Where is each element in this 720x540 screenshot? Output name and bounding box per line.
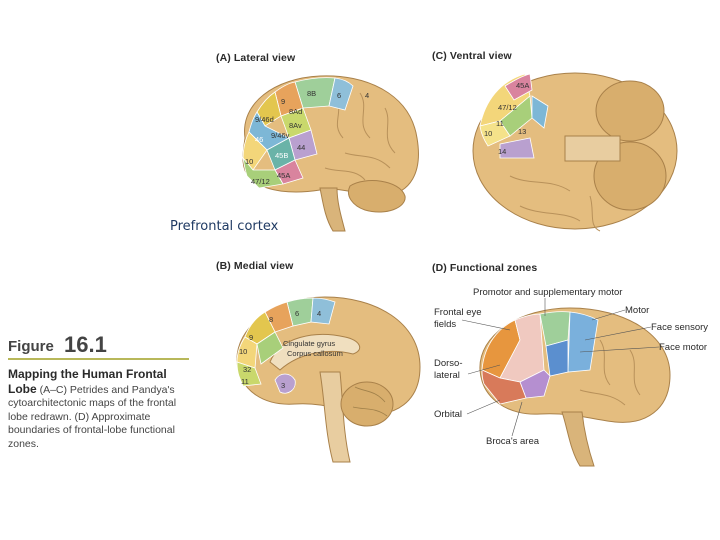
figure-rule [8, 358, 189, 360]
figure-caption: Mapping the Human Frontal Lobe (A–C) Pet… [8, 368, 193, 451]
prefrontal-cortex-caption: Prefrontal cortex [170, 219, 278, 234]
figure-number: 16.1 [64, 332, 107, 358]
figure-word: Figure [8, 338, 54, 355]
